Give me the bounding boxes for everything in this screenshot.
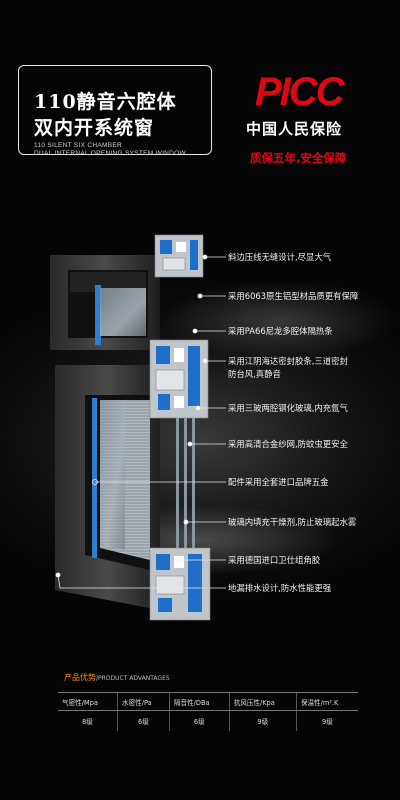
title-line-2: 双内开系统窗 [34, 117, 155, 139]
spec-value: 6级 [117, 710, 170, 731]
spec-value: 9级 [228, 710, 297, 731]
callout-leaders [55, 254, 226, 589]
callout-corner-glue: 采用德国进口卫仕组角胶 [228, 555, 321, 565]
spec-header: 保温性/m².K [295, 692, 358, 711]
callout-desiccant: 玻璃内填充干燥剂,防止玻璃起水雾 [228, 517, 357, 527]
spec-value: 9级 [295, 710, 358, 731]
brand-name: 中国人民保险 [246, 120, 343, 138]
spec-header: 水密性/Pa [117, 692, 170, 711]
callout-drainage: 地漏排水设计,防水性能更强 [228, 583, 332, 593]
profile-section-top [154, 234, 204, 278]
glass-panes [176, 418, 195, 548]
subtitle-en-1: 110 SILENT SIX CHAMBER [34, 142, 122, 149]
callout-glass: 采用三玻两腔钢化玻璃,内充氩气 [228, 403, 348, 413]
upper-frame [50, 255, 160, 350]
spec-header: 气密性/Mpa [58, 692, 118, 711]
spec-value: 8级 [82, 717, 93, 726]
callout-aluminum: 采用6063原生铝型材品质更有保障 [228, 291, 359, 301]
spec-value-row: 8级 6级 6级 9级 9级 [58, 710, 358, 731]
spec-table: 气密性/Mpa 水密性/Pa 隔音性/DBa 抗风压性/Kpa 保温性/m².K… [58, 692, 358, 731]
callout-sealing: 采用江阴海达密封胶条,三道密封 [228, 356, 348, 366]
callout-typhoon: 防台风,真静音 [228, 369, 281, 379]
spec-header: 抗风压性/Kpa [228, 692, 297, 711]
advantages-title: 产品优势/PRODUCT ADVANTAGES [64, 672, 170, 683]
profile-section-middle [149, 339, 209, 419]
lower-frame [55, 365, 160, 610]
spec-header-row: 气密性/Mpa 水密性/Pa 隔音性/DBa 抗风压性/Kpa 保温性/m².K [58, 692, 358, 711]
guarantee-slogan: 质保五年,安全保障 [250, 151, 347, 165]
callout-hardware: 配件采用全套进口品牌五金 [228, 477, 329, 487]
callout-thermal-strip: 采用PA66尼龙多腔体隔热条 [228, 326, 333, 336]
subtitle-en-2: DUAL INTERNAL OPENING SYSTEM WINDOW [34, 150, 186, 157]
title-line-1: 110静音六腔体 [34, 91, 177, 113]
spec-value: 6级 [168, 710, 230, 731]
advantages-title-cn: 产品优势 [64, 673, 96, 682]
title-frame [18, 65, 212, 155]
window-illustration [50, 234, 226, 621]
callout-screen: 采用高清合金纱网,防蚊虫更安全 [228, 439, 348, 449]
advantages-title-en: /PRODUCT ADVANTAGES [96, 675, 170, 682]
callout-bevel-design: 斜边压线无缝设计,尽显大气 [228, 252, 332, 262]
spec-header: 隔音性/DBa [168, 692, 230, 711]
picc-logo: PICC [255, 70, 345, 114]
